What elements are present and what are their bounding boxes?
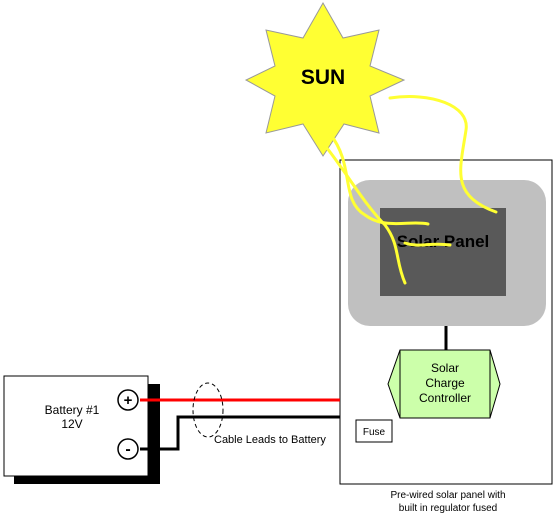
negative-cable — [140, 415, 340, 451]
solar-panel — [380, 208, 506, 296]
solar-panel-label: Solar Panel — [397, 232, 490, 251]
controller-label-line2: Charge — [425, 376, 465, 390]
negative-terminal — [117, 438, 139, 460]
sunbeams — [308, 95, 498, 285]
cable-label: Cable Leads to Battery — [214, 434, 326, 446]
positive-terminal — [117, 389, 139, 411]
sunbeam — [388, 95, 498, 214]
battery-voltage: 12V — [61, 417, 82, 431]
sun-star — [244, 1, 406, 157]
sun-label: SUN — [301, 66, 345, 89]
cable-marker — [192, 382, 224, 438]
caption-line2: built in regulator fused — [399, 503, 497, 514]
controller-label-line1: Solar — [431, 361, 459, 375]
positive-terminal-symbol: + — [124, 392, 133, 409]
negative-terminal-symbol: - — [125, 441, 130, 458]
fuse-label: Fuse — [363, 427, 386, 438]
sunbeam — [328, 132, 430, 226]
controller-label-line3: Controller — [419, 391, 471, 405]
sunbeam — [403, 241, 452, 247]
battery-title: Battery #1 — [45, 403, 100, 417]
fuse-box — [355, 419, 393, 443]
caption-line1: Pre-wired solar panel with — [390, 490, 505, 501]
